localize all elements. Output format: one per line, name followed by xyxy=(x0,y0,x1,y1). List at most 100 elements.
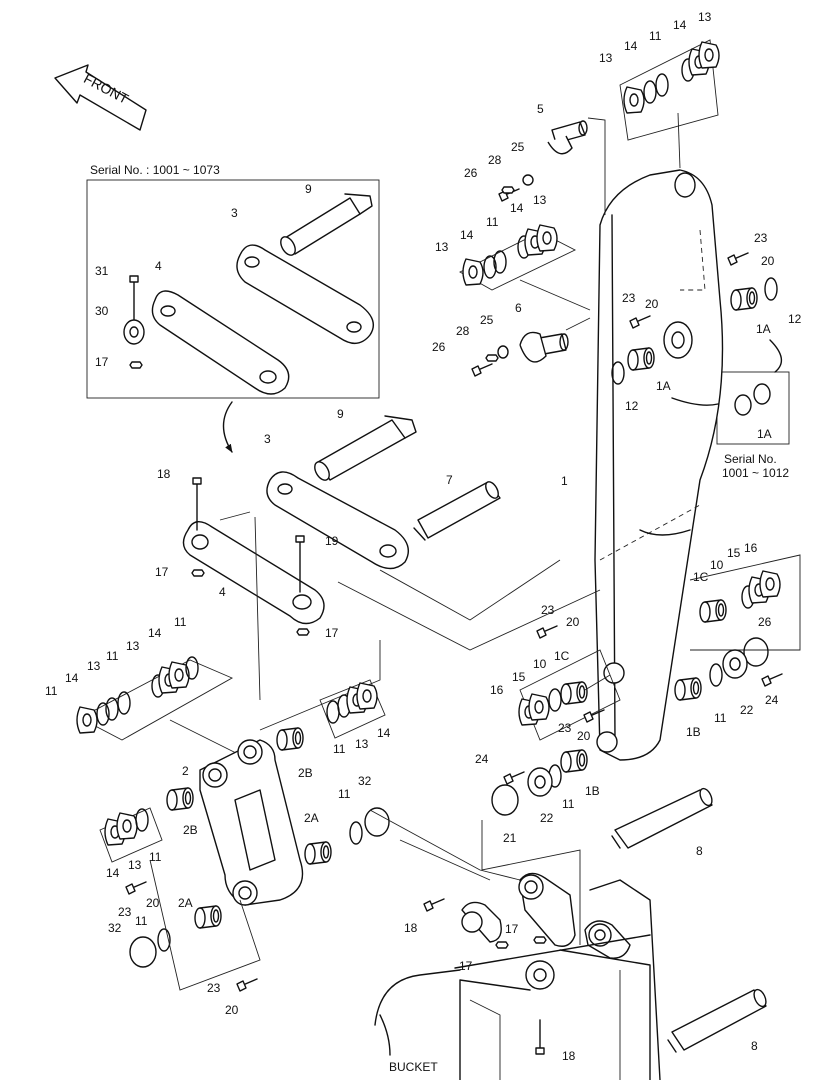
nut-17-inset xyxy=(129,361,143,369)
callout-c24a: 24 xyxy=(765,693,779,707)
callout-c11a: 11 xyxy=(649,29,662,43)
callout-c2A_b: 2A xyxy=(178,896,193,910)
callout-c9b: 9 xyxy=(337,407,344,421)
callout-c19: 19 xyxy=(325,534,339,548)
callout-c4b: 4 xyxy=(219,585,226,599)
callout-c11i: 11 xyxy=(333,742,346,756)
callout-c18a: 18 xyxy=(157,467,171,481)
callout-c17d: 17 xyxy=(505,922,519,936)
callout-c9a: 9 xyxy=(305,182,312,196)
callout-c11g: 11 xyxy=(45,684,58,698)
stack-2-left xyxy=(99,807,163,863)
bolt-18 xyxy=(192,477,202,531)
callout-c1C_a: 1C xyxy=(693,570,709,584)
callout-c17a: 17 xyxy=(95,355,109,369)
callout-c20f: 20 xyxy=(225,1003,239,1017)
callout-c23a: 23 xyxy=(754,231,768,245)
bushing-1b-right xyxy=(674,677,702,701)
callout-c10b: 10 xyxy=(533,657,547,671)
inset-serial-1001-1073: Serial No. : 1001 ~ 1073 xyxy=(86,163,380,399)
callout-c11j: 11 xyxy=(562,797,575,811)
pin-9-inset xyxy=(280,193,373,256)
callout-c28b: 28 xyxy=(456,324,470,338)
nut-28a xyxy=(501,186,515,194)
callout-c18c: 18 xyxy=(562,1049,576,1063)
callout-c20e: 20 xyxy=(146,896,160,910)
stack-2-right xyxy=(319,679,386,739)
pin-6 xyxy=(519,317,591,363)
callout-c26a: 26 xyxy=(464,166,478,180)
bushing-2b-left xyxy=(166,787,194,811)
pin-23-20-lower xyxy=(536,625,558,639)
callout-c22a: 22 xyxy=(740,703,754,717)
callout-c12a: 12 xyxy=(788,312,802,326)
callout-c8a: 8 xyxy=(696,844,703,858)
bolt-18-bucket-lower xyxy=(535,1019,545,1055)
callout-c21: 21 xyxy=(503,831,517,845)
nut-17-bucket-b xyxy=(533,936,547,944)
callout-c13d: 13 xyxy=(435,240,449,254)
callout-c11k: 11 xyxy=(338,787,351,801)
callout-c13e: 13 xyxy=(126,639,140,653)
callout-c20d: 20 xyxy=(577,729,591,743)
plate-22-left xyxy=(527,767,553,797)
nut-17-bucket-a xyxy=(495,941,509,949)
callout-c13c: 13 xyxy=(533,193,547,207)
callout-c1B_b: 1B xyxy=(585,784,600,798)
callout-c14c: 14 xyxy=(510,201,524,215)
callout-c7: 7 xyxy=(446,473,453,487)
stack-lower-mid xyxy=(518,649,621,741)
callout-c23b: 23 xyxy=(622,291,636,305)
callout-c23c: 23 xyxy=(541,603,555,617)
nut-28b xyxy=(485,354,499,362)
callout-c16a: 16 xyxy=(744,541,758,555)
callout-c3b: 3 xyxy=(264,432,271,446)
bucket-linkage xyxy=(454,872,661,1080)
pin-23-20-left xyxy=(125,881,147,895)
callout-c5: 5 xyxy=(537,102,544,116)
inset-serial-label: Serial No. : 1001 ~ 1073 xyxy=(90,163,220,177)
ring-26 xyxy=(743,637,769,667)
callout-c28a: 28 xyxy=(488,153,502,167)
callout-c25a: 25 xyxy=(511,140,525,154)
callout-c26c: 26 xyxy=(758,615,772,629)
callout-c32a: 32 xyxy=(358,774,372,788)
callout-c13h: 13 xyxy=(128,858,142,872)
callout-c23e: 23 xyxy=(118,905,132,919)
bolt-19 xyxy=(295,535,305,593)
pin-9 xyxy=(314,415,417,481)
callout-c20c: 20 xyxy=(566,615,580,629)
svg-text:1001 ~ 1012: 1001 ~ 1012 xyxy=(722,466,789,480)
ring-32-a xyxy=(364,807,390,837)
callout-c14e: 14 xyxy=(148,626,162,640)
nut-17a xyxy=(191,569,205,577)
callout-c1A_c: 1A xyxy=(757,427,772,441)
callout-c11c: 11 xyxy=(486,215,499,229)
bolt-18-bucket xyxy=(423,898,445,912)
stack-mid-left xyxy=(459,224,591,311)
callout-c20a: 20 xyxy=(761,254,775,268)
bucket-edge xyxy=(374,969,461,1026)
swap-arrow-left xyxy=(222,401,233,453)
plate-22-right xyxy=(722,649,748,679)
callout-c12b: 12 xyxy=(625,399,639,413)
callout-c1A_b: 1A xyxy=(656,379,671,393)
pin-8-lower xyxy=(667,988,767,1053)
swap-arrow-right-b xyxy=(671,397,719,406)
washer-25a xyxy=(522,174,534,186)
callout-c15b: 15 xyxy=(512,670,526,684)
bushing-1a-right xyxy=(730,287,758,311)
callout-c4a: 4 xyxy=(155,259,162,273)
callout-c13a: 13 xyxy=(698,10,712,24)
link-3 xyxy=(266,471,409,570)
callout-c14h: 14 xyxy=(106,866,120,880)
callout-c15a: 15 xyxy=(727,546,741,560)
callout-c2B_b: 2B xyxy=(183,823,198,837)
bolt-24-left xyxy=(503,771,525,785)
bracket-2 xyxy=(199,739,304,906)
callout-c17e: 17 xyxy=(459,959,473,973)
callout-c17b: 17 xyxy=(155,565,169,579)
pin-23-20-top xyxy=(727,252,749,266)
ring-21 xyxy=(491,784,519,816)
